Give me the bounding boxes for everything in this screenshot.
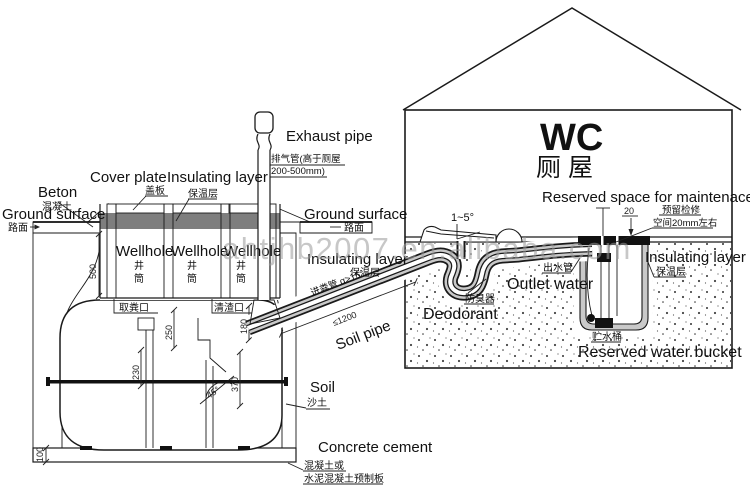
deodorant-label-zh: 防臭器 — [465, 292, 495, 305]
insulating-layer-top-label: Insulating layer — [167, 169, 268, 186]
reserved-space-label-zh2: 空间20mm左右 — [653, 217, 717, 229]
watermark-text: ahtjhb2007.en.alibaba.com — [222, 231, 632, 266]
exhaust-pipe-label: Exhaust pipe — [286, 128, 373, 145]
outlet-water-label-zh: 出水管 — [543, 261, 573, 274]
angle-45-arc — [205, 381, 233, 399]
ground-strip-left — [32, 221, 101, 234]
dim-180: 180 — [239, 319, 249, 334]
bucket-label: Reserved water bucket — [578, 344, 742, 361]
wellhole-1-zh1: 井 — [134, 259, 144, 272]
insulating-layer-top-label-zh: 保温层 — [188, 187, 218, 200]
dim-250: 250 — [164, 325, 174, 340]
bucket-label-zh: 贮水桶 — [592, 330, 622, 343]
insulating-layer-pipe-label: Insulating layer — [307, 251, 408, 268]
inlet-pipe-dim-label: ≤1200 — [331, 310, 358, 328]
ground-surface-left-label: Ground surface — [2, 206, 105, 223]
outlet-water-label: Outlet water — [507, 276, 594, 293]
insulating-layer-right-label-zh: 保温层 — [656, 265, 686, 278]
concrete-label-zh1: 混凝土或 — [304, 459, 344, 472]
pipe-break-symbol — [256, 133, 272, 151]
exhaust-pipe — [249, 111, 281, 325]
concrete-cement-label: Concrete cement — [318, 439, 433, 456]
wellhole-1-label: Wellhole — [116, 243, 173, 260]
wellhole-2-label: Wellhole — [171, 243, 228, 260]
bucket-cover-and-pipes — [578, 236, 650, 328]
pan-dome — [495, 228, 523, 243]
exhaust-pipe-label-zh2: 200-500mm) — [271, 166, 325, 177]
concrete-label-zh2: 水泥混凝土预制板 — [304, 472, 384, 485]
ground-surface-right-label-zh: 路面 — [344, 221, 364, 234]
bucket-hose — [586, 247, 593, 317]
slope-angle-label: 1~5° — [451, 212, 474, 224]
roof — [402, 7, 742, 111]
bucket-cover-plate — [578, 236, 650, 245]
house-leader-lines — [464, 207, 713, 343]
insulating-layer-band — [100, 213, 280, 229]
deodorant-label: Deodorant — [423, 306, 498, 323]
dim-230: 230 — [131, 365, 141, 380]
reserved-space-label-zh1: 预留检修 — [662, 204, 701, 216]
dim-370: 370 — [230, 377, 240, 392]
cover-plate-label-zh: 盖板 — [145, 184, 165, 197]
wc-title-zh: 厕 屋 — [536, 154, 593, 182]
soil-pipe-and-trap — [243, 237, 593, 340]
wellhole-3-zh2: 筒 — [236, 272, 246, 285]
squat-pan — [419, 224, 523, 243]
dim-100: 100 — [35, 447, 45, 462]
soil-label-zh: 沙土 — [307, 396, 327, 409]
ground-surface-left-label-zh: 路面 — [8, 221, 28, 234]
exhaust-pipe-label-zh1: 排气管(高于厕屋 — [271, 153, 341, 165]
wellhole-1-zh2: 筒 — [134, 272, 144, 285]
wellhole-3-zh1: 井 — [236, 259, 246, 272]
wellhole-2-zh1: 井 — [187, 259, 197, 272]
tank-internals — [46, 317, 288, 448]
beton-label-zh: 混凝土 — [42, 200, 72, 213]
wc-title: WC — [540, 117, 603, 159]
water-level-line — [48, 380, 286, 384]
cover-plate-label: Cover plate — [90, 169, 167, 186]
dung-outlet-label: 取粪口 — [119, 301, 149, 314]
ground-surface-right-label: Ground surface — [304, 206, 407, 223]
dim-500: 500 — [88, 264, 98, 279]
beton-label: Beton — [38, 184, 77, 201]
dim-20: 20 — [624, 206, 634, 216]
inlet-pipe-dimension — [278, 277, 418, 338]
wellhole-2-zh2: 筒 — [187, 272, 197, 285]
insulating-layer-right-label: Insulating layer — [645, 249, 746, 266]
reserved-space-label: Reserved space for maintenace — [542, 189, 750, 206]
wellhole-3-label: Wellhole — [224, 243, 281, 260]
pipe-cap — [254, 111, 274, 134]
insulating-layer-pipe-label-zh: 保温层 — [350, 266, 380, 279]
soil-label: Soil — [310, 379, 335, 396]
slag-outlet-label: 清渣口 — [214, 301, 244, 314]
wellhole-block — [99, 203, 281, 300]
